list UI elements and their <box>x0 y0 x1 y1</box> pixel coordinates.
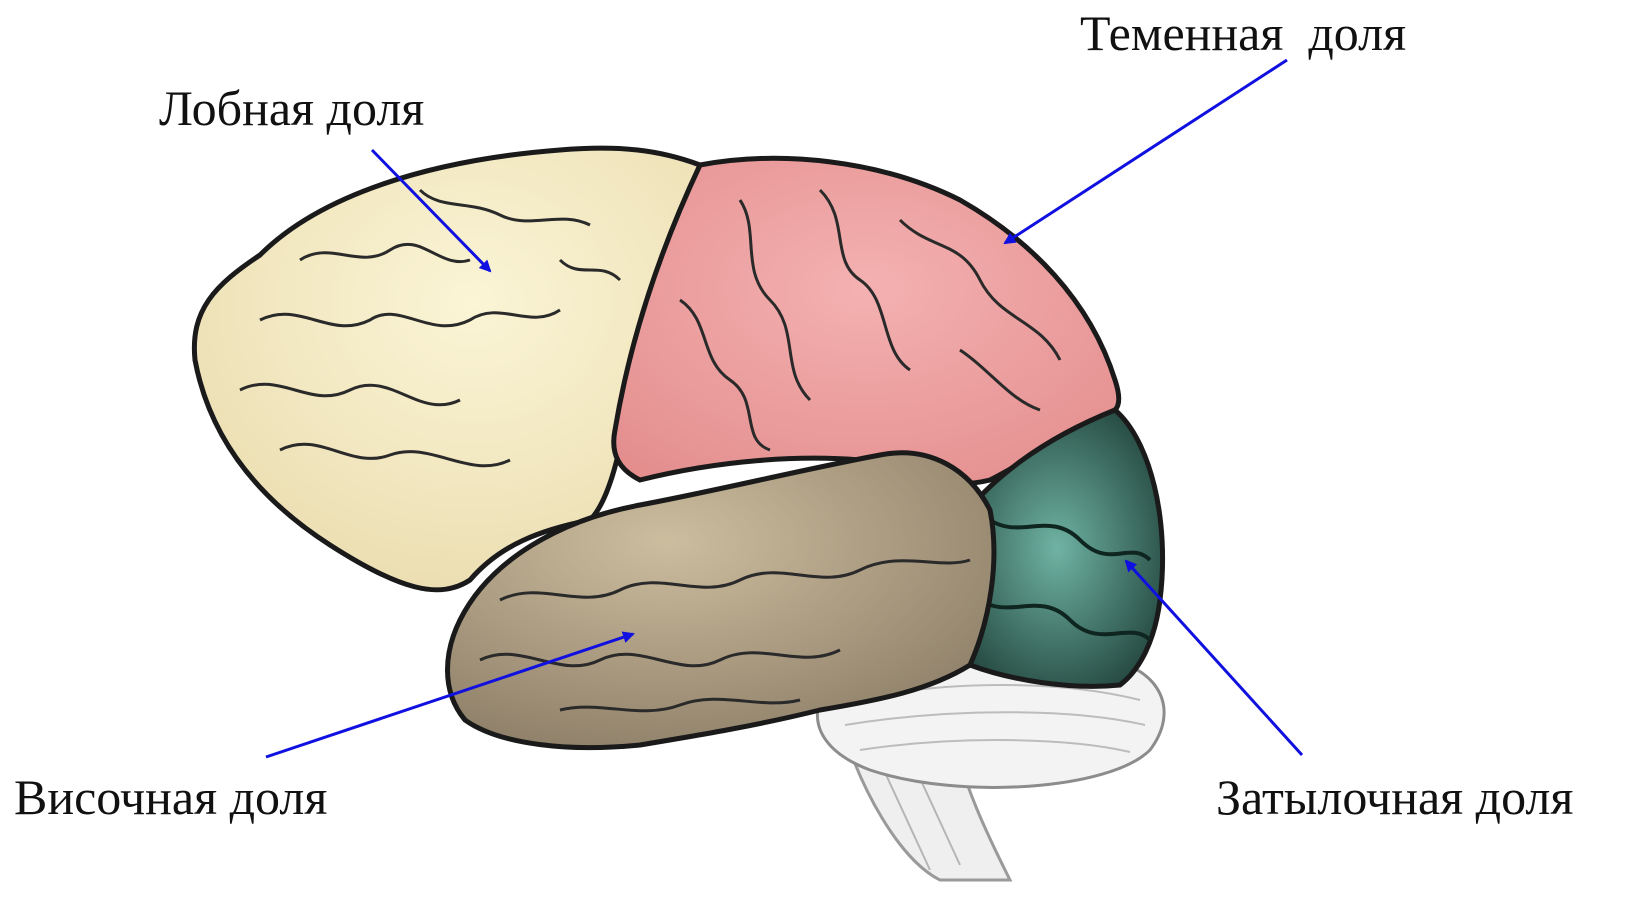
occipital-lobe-label: Затылочная доля <box>1216 772 1573 822</box>
temporal-lobe-label: Височная доля <box>14 772 327 822</box>
parietal-lobe-label: Теменная доля <box>1080 8 1406 58</box>
parietal-arrow <box>1005 60 1287 243</box>
parietal-lobe <box>614 158 1119 484</box>
frontal-lobe-label: Лобная доля <box>159 83 424 133</box>
